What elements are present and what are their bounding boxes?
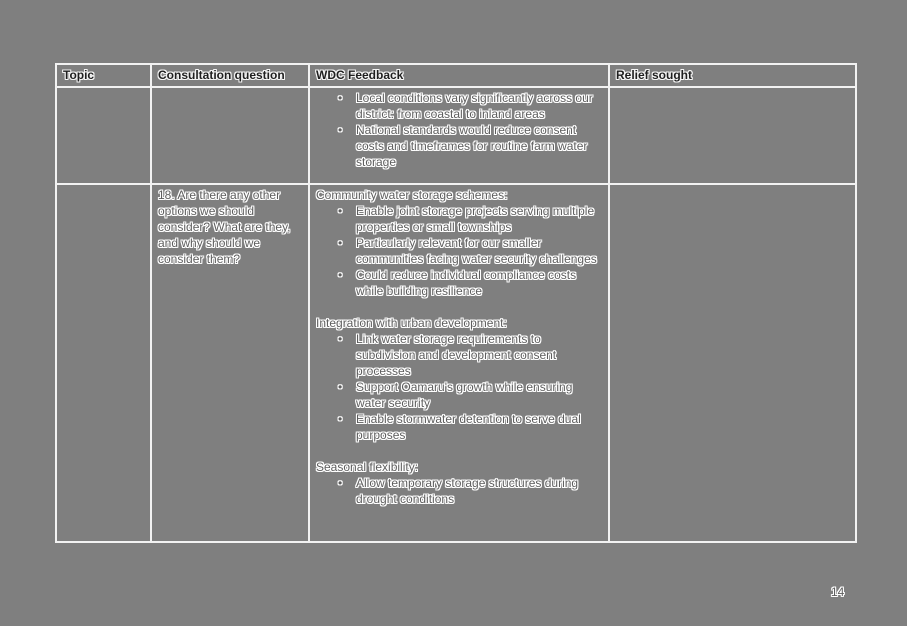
feedback-section-heading: Community water storage schemes: [316, 188, 508, 202]
feedback-section: Local conditions vary significantly acro… [316, 90, 602, 170]
question-cell: 18. Are there any other options we shoul… [150, 183, 310, 543]
feedback-section: Community water storage schemes: Enable … [316, 187, 602, 299]
feedback-section: Seasonal flexibility: Allow temporary st… [316, 459, 602, 507]
topic-cell [55, 183, 152, 543]
column-header-topic: Topic [55, 63, 152, 88]
relief-cell [608, 86, 857, 185]
list-item: Enable stormwater detention to serve dua… [338, 411, 602, 443]
table-header-row: Topic Consultation question WDC Feedback… [55, 63, 857, 88]
feedback-section-heading: Seasonal flexibility: [316, 460, 419, 474]
table-row: 18. Are there any other options we shoul… [55, 183, 857, 543]
column-header-relief-sought: Relief sought [608, 63, 857, 88]
feedback-bullet-list: Link water storage requirements to subdi… [316, 331, 602, 443]
column-header-consultation-question: Consultation question [150, 63, 310, 88]
feedback-cell: Community water storage schemes: Enable … [308, 183, 610, 543]
feedback-bullet-list: Enable joint storage projects serving mu… [316, 203, 602, 299]
topic-cell [55, 86, 152, 185]
question-cell [150, 86, 310, 185]
feedback-section: Integration with urban development: Link… [316, 315, 602, 443]
feedback-bullet-list: Local conditions vary significantly acro… [316, 90, 602, 170]
feedback-bullet-list: Allow temporary storage structures durin… [316, 475, 602, 507]
consultation-feedback-table: Topic Consultation question WDC Feedback… [55, 63, 857, 543]
list-item: Could reduce individual compliance costs… [338, 267, 602, 299]
list-item: Support Oamaru's growth while ensuring w… [338, 379, 602, 411]
list-item: Local conditions vary significantly acro… [338, 90, 602, 122]
column-header-wdc-feedback: WDC Feedback [308, 63, 610, 88]
feedback-cell: Local conditions vary significantly acro… [308, 86, 610, 185]
feedback-section-heading: Integration with urban development: [316, 316, 507, 330]
table-row: Local conditions vary significantly acro… [55, 86, 857, 185]
page-number: 14 [831, 585, 845, 599]
relief-cell [608, 183, 857, 543]
list-item: Link water storage requirements to subdi… [338, 331, 602, 379]
list-item: National standards would reduce consent … [338, 122, 602, 170]
list-item: Allow temporary storage structures durin… [338, 475, 602, 507]
list-item: Particularly relevant for our smaller co… [338, 235, 602, 267]
list-item: Enable joint storage projects serving mu… [338, 203, 602, 235]
